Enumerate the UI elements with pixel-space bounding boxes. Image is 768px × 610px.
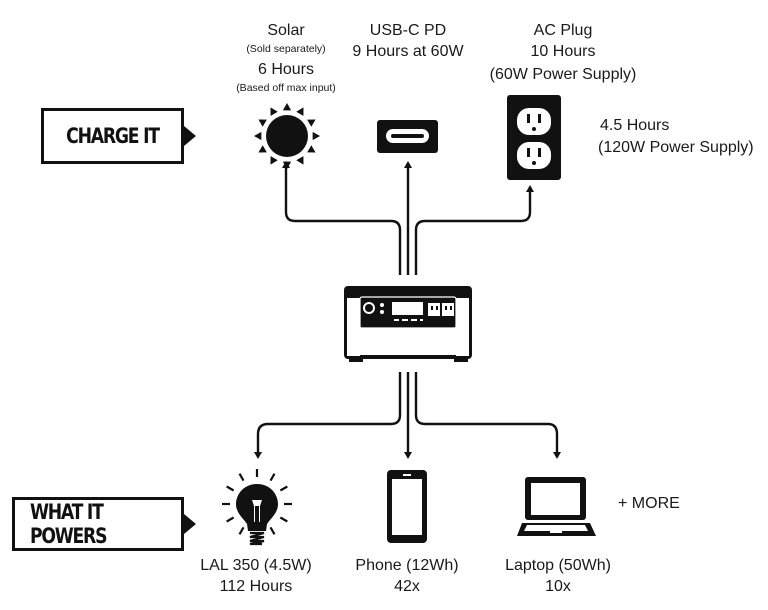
- sun-ray-icon: [312, 131, 320, 141]
- sun-ray-icon: [254, 131, 262, 141]
- lamp-name: LAL 350 (4.5W): [200, 557, 312, 574]
- sun-ray-icon: [270, 107, 278, 116]
- charge-it-text: CHARGE IT: [66, 124, 160, 148]
- arrowhead-solar-icon: [282, 161, 290, 168]
- solar-input-note: (Based off max input): [236, 82, 336, 94]
- charge-it-pointer-icon: [184, 126, 196, 146]
- laptop-icon: [517, 477, 596, 536]
- arrowhead-phone-icon: [404, 452, 412, 459]
- light-bulb-icon: [222, 469, 292, 546]
- arrowhead-laptop-icon: [553, 452, 561, 459]
- ac-plug-supply: (60W Power Supply): [489, 66, 637, 83]
- bulb-ray-icon: [238, 473, 245, 482]
- more-label: + MORE: [618, 495, 680, 512]
- ac-plug-title: AC Plug: [533, 22, 593, 39]
- solar-title: Solar: [267, 22, 305, 39]
- phone-name: Phone (12Wh): [355, 557, 459, 574]
- lamp-runtime: 112 Hours: [219, 578, 293, 595]
- ac-outlet-icon: [507, 95, 561, 180]
- ac-plug-duration: 10 Hours: [530, 43, 596, 60]
- arrowhead-usb-icon: [404, 161, 412, 168]
- bulb-ray-icon: [226, 516, 235, 523]
- what-it-powers-pointer-icon: [184, 514, 196, 534]
- power-station-icon: [344, 286, 472, 362]
- bulb-ray-icon: [269, 526, 276, 535]
- charge-arrowheads: [282, 161, 534, 192]
- what-it-powers-text: WHAT IT POWERS: [29, 500, 108, 548]
- phone-runtime: 42x: [394, 578, 420, 595]
- sun-ray-icon: [296, 107, 304, 116]
- bulb-ray-icon: [279, 485, 288, 492]
- arrowhead-ac-icon: [526, 185, 534, 192]
- what-it-powers-label: WHAT IT POWERS: [12, 497, 184, 551]
- phone-icon: [387, 470, 427, 543]
- usb-c-title: USB-C PD: [369, 22, 447, 39]
- solar-note: (Sold separately): [246, 43, 326, 55]
- bulb-ray-icon: [279, 516, 288, 523]
- ac-plug-alt-duration: 4.5 Hours: [600, 117, 670, 134]
- ac-plug-alt-supply: (120W Power Supply): [598, 139, 754, 156]
- charge-flow-arrows: [284, 168, 532, 275]
- solar-duration: 6 Hours: [257, 61, 315, 78]
- sun-ray-icon: [258, 119, 267, 127]
- sun-ray-icon: [307, 119, 316, 127]
- power-flow-arrows: [256, 372, 559, 452]
- usb-c-icon: [377, 120, 438, 153]
- bulb-ray-icon: [269, 473, 276, 482]
- sun-icon: [254, 103, 320, 169]
- usb-c-duration: 9 Hours at 60W: [352, 43, 464, 60]
- bulb-ray-icon: [238, 526, 245, 535]
- sun-ray-icon: [282, 103, 292, 111]
- power-arrowheads: [254, 452, 561, 459]
- sun-ray-icon: [258, 145, 267, 153]
- sun-ray-icon: [270, 156, 278, 165]
- laptop-runtime: 10x: [545, 578, 571, 595]
- arrowhead-lamp-icon: [254, 452, 262, 459]
- sun-ray-icon: [296, 156, 304, 165]
- charge-it-label: CHARGE IT: [41, 108, 184, 164]
- sun-ray-icon: [307, 145, 316, 153]
- laptop-name: Laptop (50Wh): [505, 557, 611, 574]
- bulb-ray-icon: [226, 485, 235, 492]
